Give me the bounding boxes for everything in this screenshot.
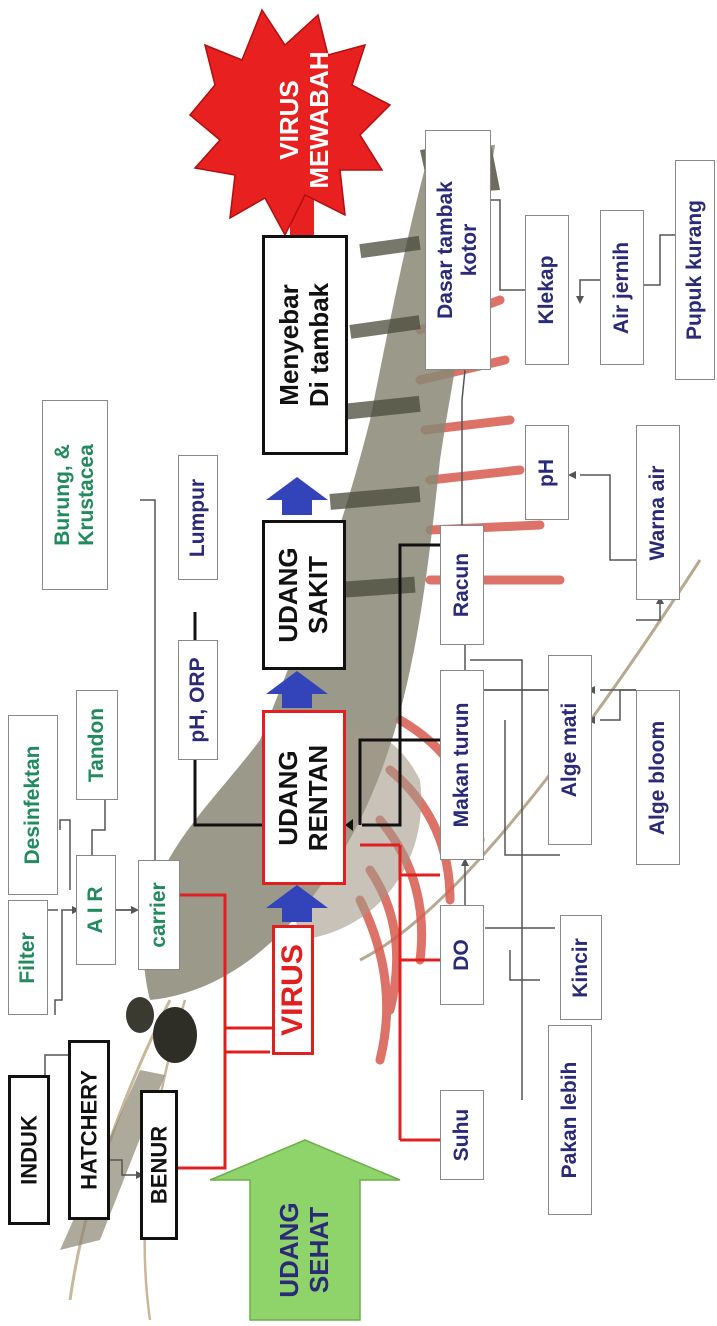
klekap-box: Klekap [525, 215, 569, 365]
filter-label: Filter [16, 932, 40, 983]
udang-sakit-line2: SAKIT [304, 547, 334, 642]
udang-sehat-line2: SEHAT [305, 1202, 335, 1297]
alge-bloom-box: Alge bloom [636, 690, 680, 865]
burung-krustacea-label: Burung, & Krustacea [51, 444, 99, 546]
alge-mati-box: Alge mati [548, 655, 592, 845]
hatchery-box: HATCHERY [68, 1040, 110, 1220]
hatchery-label: HATCHERY [76, 1070, 101, 1190]
tandon-box: Tandon [76, 690, 118, 800]
air-jernih-box: Air jernih [600, 210, 644, 365]
carrier-label: carrier [147, 882, 171, 947]
udang-rentan-line1: UDANG [274, 744, 304, 850]
suhu-label: Suhu [450, 1109, 474, 1162]
menyebar-label: Menyebar Di tambak [275, 283, 335, 407]
racun-label: Racun [450, 553, 474, 617]
filter-box: Filter [8, 900, 48, 1015]
burung-line1: Burung, & [51, 444, 75, 546]
lumpur-label: Lumpur [186, 478, 210, 556]
benur-box: BENUR [140, 1090, 178, 1240]
makan-turun-box: Makan turun [440, 670, 484, 860]
do-box: DO [440, 905, 484, 1005]
ph-label: pH [535, 459, 559, 487]
menyebar-box: Menyebar Di tambak [262, 235, 348, 455]
virus-label: VIRUS [276, 944, 311, 1036]
udang-rentan-box: UDANG RENTAN [262, 710, 346, 885]
ph-orp-box: pH, ORP [178, 640, 218, 760]
induk-box: INDUK [8, 1075, 50, 1225]
benur-label: BENUR [146, 1126, 171, 1204]
kincir-box: Kincir [560, 915, 602, 1020]
pupuk-kurang-label: Pupuk kurang [683, 200, 707, 340]
dasar-tambak-line2: kotor [458, 181, 482, 319]
udang-rentan-line2: RENTAN [304, 744, 334, 850]
induk-label: INDUK [16, 1115, 41, 1185]
warna-air-box: Warna air [636, 425, 680, 600]
dasar-tambak-box: Dasar tambak kotor [425, 130, 491, 370]
udang-sehat-line1: UDANG [275, 1202, 305, 1297]
lumpur-box: Lumpur [178, 455, 218, 580]
warna-air-label: Warna air [646, 465, 670, 560]
dasar-tambak-line1: Dasar tambak [434, 181, 458, 319]
racun-box: Racun [440, 525, 484, 645]
udang-sakit-line1: UDANG [274, 547, 304, 642]
desinfektan-label: Desinfektan [21, 745, 45, 864]
udang-sehat-text: UDANG SEHAT [250, 1180, 360, 1320]
suhu-box: Suhu [440, 1090, 484, 1180]
air-box: A I R [76, 855, 116, 965]
pakan-lebih-box: Pakan lebih [548, 1025, 592, 1215]
pakan-lebih-label: Pakan lebih [558, 1062, 582, 1179]
air-label: A I R [84, 886, 108, 933]
virus-box: VIRUS [272, 925, 314, 1055]
kincir-label: Kincir [569, 938, 593, 998]
udang-sehat-label: UDANG SEHAT [275, 1202, 335, 1297]
ph-orp-label: pH, ORP [186, 657, 210, 742]
alge-bloom-label: Alge bloom [646, 720, 670, 834]
virus-mewabah-text: VIRUS MEWABAH [240, 20, 370, 220]
udang-sakit-box: UDANG SAKIT [262, 520, 346, 670]
menyebar-line2: Di tambak [305, 283, 335, 407]
menyebar-line1: Menyebar [275, 283, 305, 407]
udang-sakit-label: UDANG SAKIT [274, 547, 334, 642]
air-jernih-label: Air jernih [610, 241, 634, 333]
desinfektan-box: Desinfektan [8, 715, 58, 895]
burung-line2: Krustacea [75, 444, 99, 546]
do-label: DO [450, 939, 474, 971]
pupuk-kurang-box: Pupuk kurang [675, 160, 715, 380]
tandon-label: Tandon [85, 708, 109, 782]
alge-mati-label: Alge mati [558, 703, 582, 798]
klekap-label: Klekap [535, 256, 559, 325]
dasar-tambak-label: Dasar tambak kotor [434, 181, 482, 319]
burung-krustacea-box: Burung, & Krustacea [42, 400, 108, 590]
udang-rentan-label: UDANG RENTAN [274, 744, 334, 850]
virus-mewabah-line1: VIRUS [275, 51, 305, 188]
ph-box: pH [525, 425, 569, 520]
carrier-box: carrier [138, 860, 180, 970]
virus-mewabah-label: VIRUS MEWABAH [275, 51, 335, 188]
makan-turun-label: Makan turun [450, 703, 474, 828]
virus-mewabah-line2: MEWABAH [305, 51, 335, 188]
